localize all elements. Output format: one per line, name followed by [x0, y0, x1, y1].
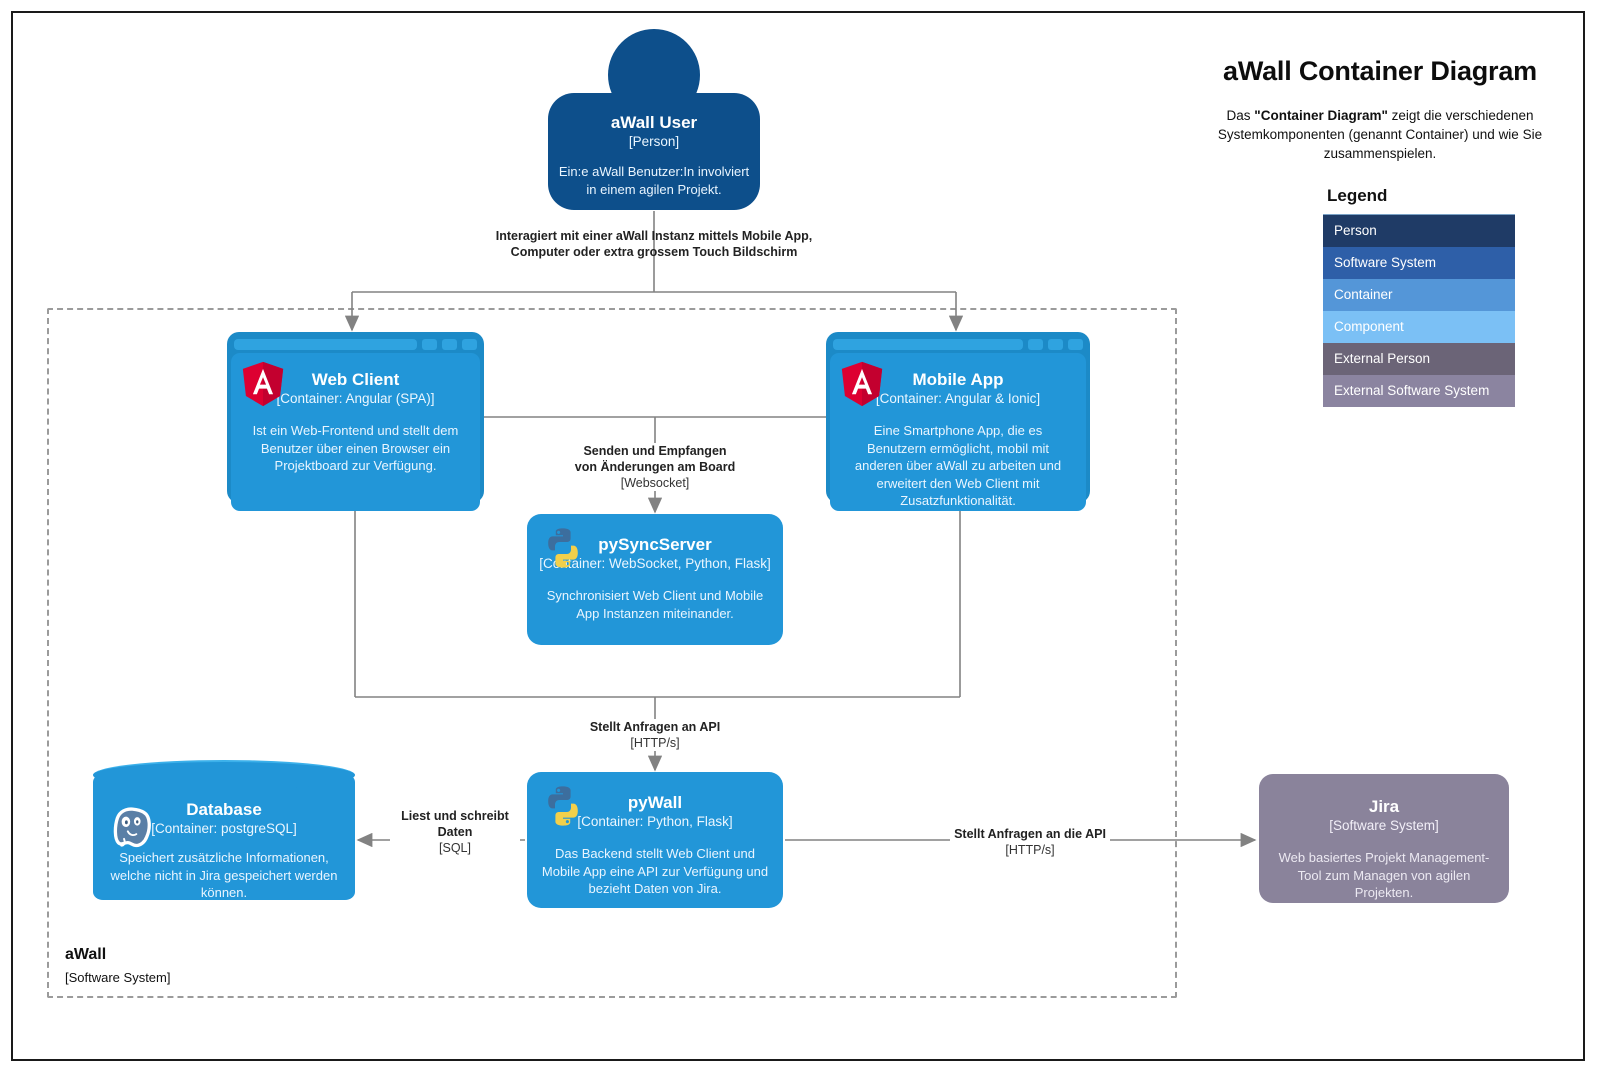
edge-label-tech: [Websocket] [620, 476, 690, 490]
node-title: pySyncServer [598, 535, 712, 554]
node-type: [Container: Python, Flask] [577, 814, 733, 829]
legend-row-label: Component [1334, 319, 1404, 334]
browser-button-icon [462, 339, 477, 350]
edge-label-line1: Senden und Empfangen [583, 444, 727, 458]
edge-label-tech: [HTTP/s] [1005, 843, 1055, 857]
cylinder-top-decoration [93, 760, 355, 790]
legend-row-external-person: External Person [1323, 343, 1515, 375]
boundary-label: aWall [65, 946, 107, 963]
legend-row-label: Person [1334, 223, 1377, 238]
python-logo [548, 528, 578, 568]
browser-button-icon [1028, 339, 1043, 350]
browser-addressbar-icon [833, 339, 1023, 350]
node-description: Eine Smartphone App, die es Benutzern er… [854, 423, 1062, 508]
node-type: [Container: WebSocket, Python, Flask] [539, 556, 771, 571]
legend-row-label: External Person [1334, 351, 1431, 366]
subtitle-emphasis: "Container Diagram" [1254, 108, 1388, 123]
node-jira[interactable]: Jira [Software System] Web basiertes Pro… [1259, 774, 1509, 903]
postgresql-logo [113, 807, 151, 848]
edge-label-clients-to-pywall: Stellt Anfragen an API [HTTP/s] [555, 719, 755, 751]
edge-label-clients-to-sync: Senden und Empfangen von Änderungen am B… [555, 443, 755, 491]
node-mobile-app[interactable]: Mobile App [Container: Angular & Ionic] … [826, 332, 1090, 511]
node-description: Web basiertes Projekt Management-Tool zu… [1278, 850, 1490, 900]
edge-label-tech: [SQL] [439, 841, 471, 855]
node-type: [Person] [628, 134, 680, 149]
edge-label-line1: Liest und schreibt [401, 809, 509, 823]
node-title: Web Client [311, 370, 400, 389]
browser-button-icon [442, 339, 457, 350]
node-title: Jira [1368, 797, 1400, 816]
node-pywall[interactable]: pyWall [Container: Python, Flask] Das Ba… [527, 772, 783, 908]
node-body: Web Client [Container: Angular (SPA)] Is… [231, 353, 480, 511]
subtitle-pre: Das [1226, 108, 1255, 123]
node-type: [Software System] [1329, 818, 1439, 833]
browser-chrome-decoration [231, 336, 480, 353]
legend-row-software-system: Software System [1323, 247, 1515, 279]
node-type: [Container: Angular (SPA)] [276, 391, 435, 406]
python-logo [548, 786, 578, 826]
node-body: Mobile App [Container: Angular & Ionic] … [830, 353, 1086, 511]
browser-button-icon [1068, 339, 1083, 350]
browser-button-icon [1048, 339, 1063, 350]
subtitle-post: zeigt die verschiedenen Systemkomponente… [1217, 108, 1543, 161]
edge-label-text: Stellt Anfragen an die API [950, 826, 1110, 842]
node-pysyncserver[interactable]: pySyncServer [Container: WebSocket, Pyth… [527, 514, 783, 645]
legend-row-component: Component [1323, 311, 1515, 343]
legend-row-label: Container [1334, 287, 1393, 302]
node-description: Ist ein Web-Frontend und stellt dem Benu… [252, 423, 459, 473]
node-title: Database [186, 800, 262, 819]
angular-logo [841, 361, 883, 407]
node-title: Mobile App [912, 370, 1004, 389]
edge-label-user-to-clients: Interagiert mit einer aWall Instanz mitt… [495, 229, 813, 259]
edge-label-line2: Daten [437, 825, 473, 839]
legend-row-external-software-system: External Software System [1323, 375, 1515, 407]
browser-button-icon [422, 339, 437, 350]
edge-label-tech: [HTTP/s] [630, 736, 680, 750]
node-description: Ein:e aWall Benutzer:In involviert in ei… [558, 164, 750, 197]
legend-row-person: Person [1323, 215, 1515, 247]
browser-chrome-decoration [830, 336, 1086, 353]
node-type: [Container: Angular & Ionic] [875, 391, 1041, 406]
angular-logo [242, 361, 284, 407]
boundary-type: [Software System] [65, 970, 171, 985]
legend-title: Legend [1327, 186, 1388, 205]
edge-label-pywall-to-jira: Stellt Anfragen an die API [HTTP/s] [930, 826, 1130, 858]
node-database[interactable]: Database [Container: postgreSQL] Speiche… [93, 760, 355, 900]
page-title: aWall Container Diagram [1223, 56, 1537, 86]
legend-row-container: Container [1323, 279, 1515, 311]
edge-label-line2: von Änderungen am Board [574, 460, 736, 474]
node-web-client[interactable]: Web Client [Container: Angular (SPA)] Is… [227, 332, 484, 511]
node-description: Das Backend stellt Web Client und Mobile… [541, 846, 769, 896]
node-body: Database [Container: postgreSQL] Speiche… [93, 774, 355, 900]
system-boundary-awall [47, 308, 1177, 998]
node-description: Synchronisiert Web Client und Mobile App… [546, 588, 764, 621]
diagram-border [11, 11, 1585, 1061]
legend-row-label: External Software System [1334, 383, 1490, 398]
node-description: Speichert zusätzliche Informationen, wel… [110, 850, 338, 900]
node-title: aWall User [610, 113, 698, 132]
edge-label-pywall-to-db: Liest und schreibt Daten [SQL] [390, 808, 520, 856]
edge-label-text: Stellt Anfragen an API [589, 720, 721, 734]
page-subtitle: Das "Container Diagram" zeigt die versch… [1180, 106, 1580, 163]
legend-row-label: Software System [1334, 255, 1437, 270]
browser-addressbar-icon [234, 339, 417, 350]
node-title: pyWall [627, 793, 683, 812]
node-type: [Container: postgreSQL] [151, 821, 297, 836]
node-awall-user[interactable]: aWall User [Person] Ein:e aWall Benutzer… [548, 93, 760, 210]
